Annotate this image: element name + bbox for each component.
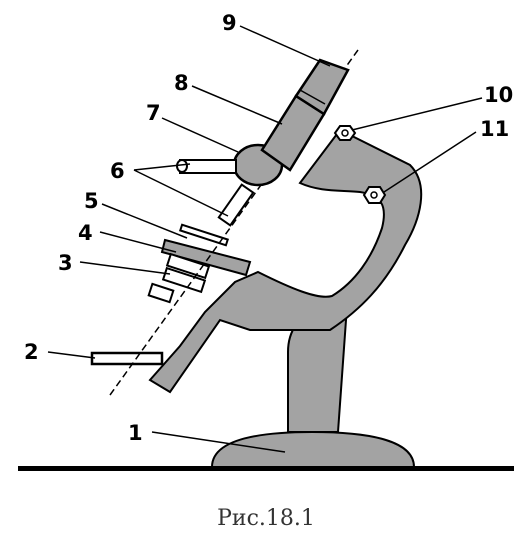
mirror xyxy=(90,351,164,366)
label-9: 9 xyxy=(222,11,237,35)
figure-caption: Рис.18.1 xyxy=(217,506,315,531)
objective xyxy=(217,183,255,227)
microscope-base xyxy=(210,430,416,468)
label-2: 2 xyxy=(24,340,39,364)
label-10: 10 xyxy=(484,83,513,107)
label-11: 11 xyxy=(480,117,509,141)
label-1: 1 xyxy=(128,421,143,445)
eyepiece xyxy=(294,58,350,116)
leader-lines xyxy=(47,25,483,453)
label-7: 7 xyxy=(146,101,161,125)
label-5: 5 xyxy=(84,189,99,213)
label-8: 8 xyxy=(174,71,189,95)
objective-side xyxy=(179,159,237,174)
micrometric-screw xyxy=(362,186,387,204)
label-6: 6 xyxy=(110,159,125,183)
label-3: 3 xyxy=(58,251,73,275)
objective-tip xyxy=(176,159,188,173)
label-4: 4 xyxy=(78,221,93,245)
slide xyxy=(178,223,230,247)
ground-line xyxy=(18,466,514,471)
macrometric-screw xyxy=(333,125,357,141)
